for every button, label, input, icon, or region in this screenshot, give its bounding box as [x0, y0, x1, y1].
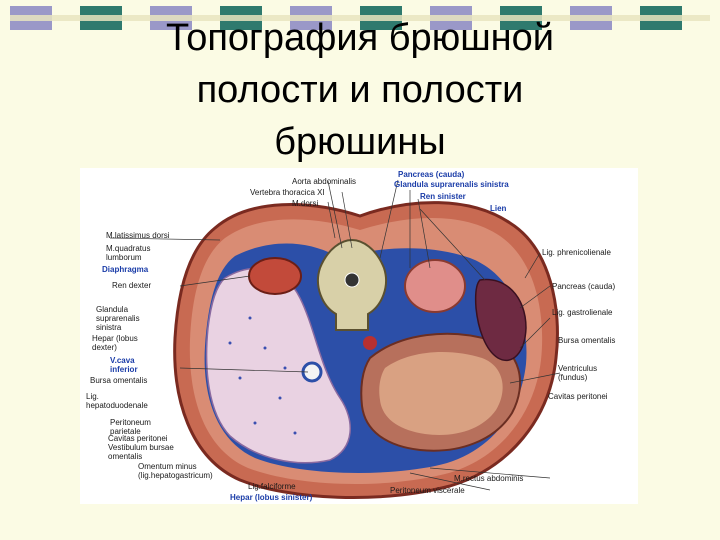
title-line: Топография брюшной [165, 17, 555, 59]
label-lig-hepatoduodenale: Lig. hepatoduodenale [86, 392, 148, 410]
stomach-inner [379, 352, 503, 435]
label-ren-sinister: Ren sinister [420, 192, 466, 201]
decorative-band [10, 6, 710, 30]
band-stripe [10, 15, 710, 21]
label-bursa-right: Bursa omentalis [558, 336, 616, 345]
label-hepar-dexter: Hepar (lobus dexter) [92, 334, 138, 352]
label-bursa-left: Bursa omentalis [90, 376, 148, 385]
label-lig-phrenicolienale: Lig. phrenicolienale [542, 248, 611, 257]
label-m-dorsi: M.dorsi [292, 199, 319, 208]
label-ren-dexter: Ren dexter [112, 281, 152, 290]
slide-title: Топография брюшной полости и полости брю… [60, 12, 660, 168]
aorta [363, 336, 377, 350]
label-vertebra: Vertebra thoracica XI [250, 188, 325, 197]
label-v-cava: V.cava inferior [110, 356, 138, 374]
label-pancreas-top: Pancreas (cauda) [398, 170, 465, 179]
label-diaphragma: Diaphragma [102, 265, 149, 274]
kidney-right [248, 257, 302, 295]
leader-lines [109, 179, 561, 491]
label-lig-falciforme: Lig.falciforme [248, 482, 296, 491]
label-ventriculus: Ventriculus (fundus) [558, 364, 598, 382]
spinal-canal [344, 272, 360, 288]
label-peritoneum-viscerale: Peritoneum viscerale [390, 486, 465, 495]
label-m-latissimus: M.latissimus dorsi [106, 231, 170, 240]
label-omentum-minus: Omentum minus (lig.hepatogastricum) [138, 462, 213, 480]
label-pancreas-right: Pancreas (cauda) [552, 282, 616, 291]
label-hepar-sinister: Hepar (lobus sinister) [230, 493, 313, 502]
label-cavitas-right: Cavitas peritonei [548, 392, 608, 401]
spleen [474, 278, 527, 361]
label-cavitas-vestibulum: Cavitas peritonei Vestibulum bursae omen… [108, 434, 174, 461]
label-lig-gastrolienale: Lig. gastrolienale [552, 308, 613, 317]
label-glandula-sinistra: Glandula suprarenalis sinistra [394, 180, 509, 189]
label-peritoneum-parietale: Peritoneum parietale [110, 418, 151, 436]
cross-section-illustration [109, 179, 561, 499]
label-aorta: Aorta abdominalis [292, 177, 357, 186]
title-line: полости и полости [196, 69, 524, 111]
label-m-rectus: M.rectus abdominis [454, 474, 524, 483]
liver [205, 267, 351, 464]
label-m-quadratus: M.quadratus lumborum [106, 244, 151, 262]
label-glandula-dextra: Glandula suprarenalis sinistra [96, 305, 140, 332]
kidney-left [404, 259, 466, 313]
label-lien: Lien [490, 204, 507, 213]
anatomy-figure: Aorta abdominalis Vertebra thoracica XI … [80, 168, 638, 504]
title-line: брюшины [274, 121, 446, 163]
